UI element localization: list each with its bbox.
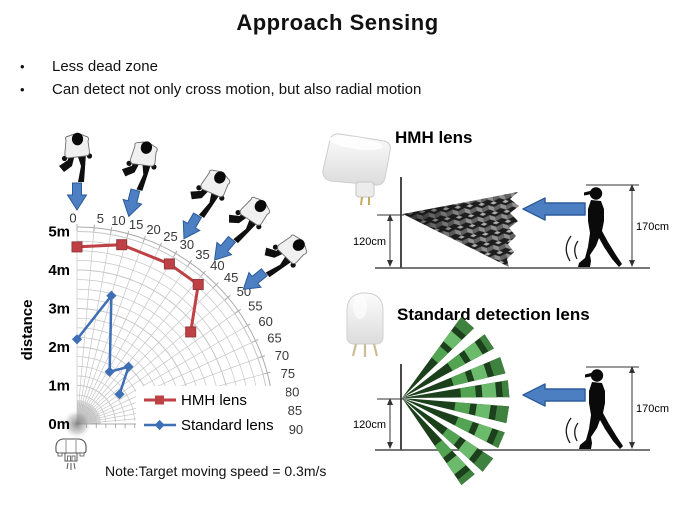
bullet-icon: • — [20, 82, 25, 97]
person-top-view-figure — [121, 141, 158, 191]
svg-text:80: 80 — [285, 384, 299, 399]
bullet-text: Can detect not only cross motion, but al… — [52, 81, 422, 98]
person-top-view-figure — [229, 196, 271, 244]
hmh-person-height-label: 170cm — [636, 221, 669, 233]
bullet-icon: • — [20, 59, 25, 74]
svg-text:0: 0 — [69, 211, 76, 226]
svg-text:4m: 4m — [48, 262, 70, 279]
hmh-detection-cone — [403, 192, 519, 267]
person-top-view-figure — [190, 169, 231, 218]
svg-text:75: 75 — [281, 366, 295, 381]
approach-direction-arrow — [242, 268, 268, 290]
approach-direction-arrow — [122, 188, 143, 218]
hmh-panel-title: HMH lens — [395, 128, 472, 147]
bullet-list: • Less dead zone • Can detect not only cro… — [20, 55, 421, 101]
standard-height-dimension-170 — [586, 366, 639, 449]
motion-arc-icon — [565, 417, 572, 444]
svg-text:5: 5 — [97, 211, 104, 226]
svg-text:40: 40 — [210, 258, 224, 273]
approach-arrow-icon — [522, 197, 586, 221]
standard-panel: Standard detection lens 120cm 170cm — [346, 292, 669, 485]
standard-lens-height-label: 120cm — [353, 419, 386, 431]
page-title: Approach Sensing — [236, 10, 439, 35]
standard-panel-title: Standard detection lens — [397, 305, 590, 324]
svg-text:5m: 5m — [48, 224, 70, 241]
standard-sensor-photo — [346, 292, 384, 357]
standard-height-dimension-120 — [377, 398, 404, 449]
svg-text:35: 35 — [195, 247, 209, 262]
bullet-text: Less dead zone — [52, 58, 158, 75]
svg-text:55: 55 — [248, 298, 262, 313]
svg-text:10: 10 — [111, 213, 125, 228]
approach-direction-arrow — [213, 235, 237, 261]
lens-panels: HMH lens 12 — [322, 128, 669, 485]
svg-text:30: 30 — [180, 237, 194, 252]
svg-text:25: 25 — [163, 229, 177, 244]
svg-text:HMH lens: HMH lens — [181, 392, 247, 409]
hmh-height-dimension-170 — [586, 184, 639, 267]
series-hmh-lens — [71, 239, 204, 338]
person-top-view-figure — [264, 234, 308, 278]
svg-text:60: 60 — [258, 314, 272, 329]
svg-text:15: 15 — [129, 217, 143, 232]
standard-detection-beams — [402, 316, 510, 485]
approaching-people — [59, 132, 308, 290]
hmh-panel: HMH lens 12 — [322, 128, 669, 269]
svg-text:0m: 0m — [48, 416, 70, 433]
approach-arrow-icon — [522, 383, 586, 407]
svg-text:1m: 1m — [48, 378, 70, 395]
approach-direction-arrow — [182, 212, 203, 240]
walking-person-silhouette — [578, 187, 622, 267]
svg-text:20: 20 — [146, 222, 160, 237]
sensor-front-view-icon — [55, 438, 87, 470]
approach-direction-arrow — [66, 182, 88, 211]
svg-text:70: 70 — [275, 348, 289, 363]
svg-text:45: 45 — [224, 270, 238, 285]
walking-person-silhouette — [579, 369, 623, 449]
hmh-lens-height-label: 120cm — [353, 236, 386, 248]
svg-text:3m: 3m — [48, 301, 70, 318]
bullet-item: • Less dead zone — [20, 55, 421, 78]
svg-text:85: 85 — [288, 403, 302, 418]
svg-text:65: 65 — [267, 331, 281, 346]
motion-arc-icon — [574, 422, 579, 442]
standard-person-height-label: 170cm — [636, 403, 669, 415]
person-top-view-figure — [59, 132, 93, 182]
motion-arc-icon — [574, 240, 579, 260]
hmh-sensor-photo — [322, 133, 391, 206]
series-standard-lens — [71, 290, 134, 400]
svg-text:90: 90 — [289, 422, 303, 437]
svg-text:Standard lens: Standard lens — [181, 417, 274, 434]
distance-axis-label: distance — [19, 300, 36, 361]
bullet-item: • Can detect not only cross motion, but a… — [20, 78, 421, 101]
svg-text:2m: 2m — [48, 339, 70, 356]
motion-arc-icon — [565, 235, 572, 262]
radius-tick-labels: 0m 1m 2m 3m 4m 5m — [48, 224, 70, 434]
hmh-height-dimension-120 — [377, 214, 404, 267]
chart-note: Note:Target moving speed = 0.3m/s — [105, 463, 326, 479]
